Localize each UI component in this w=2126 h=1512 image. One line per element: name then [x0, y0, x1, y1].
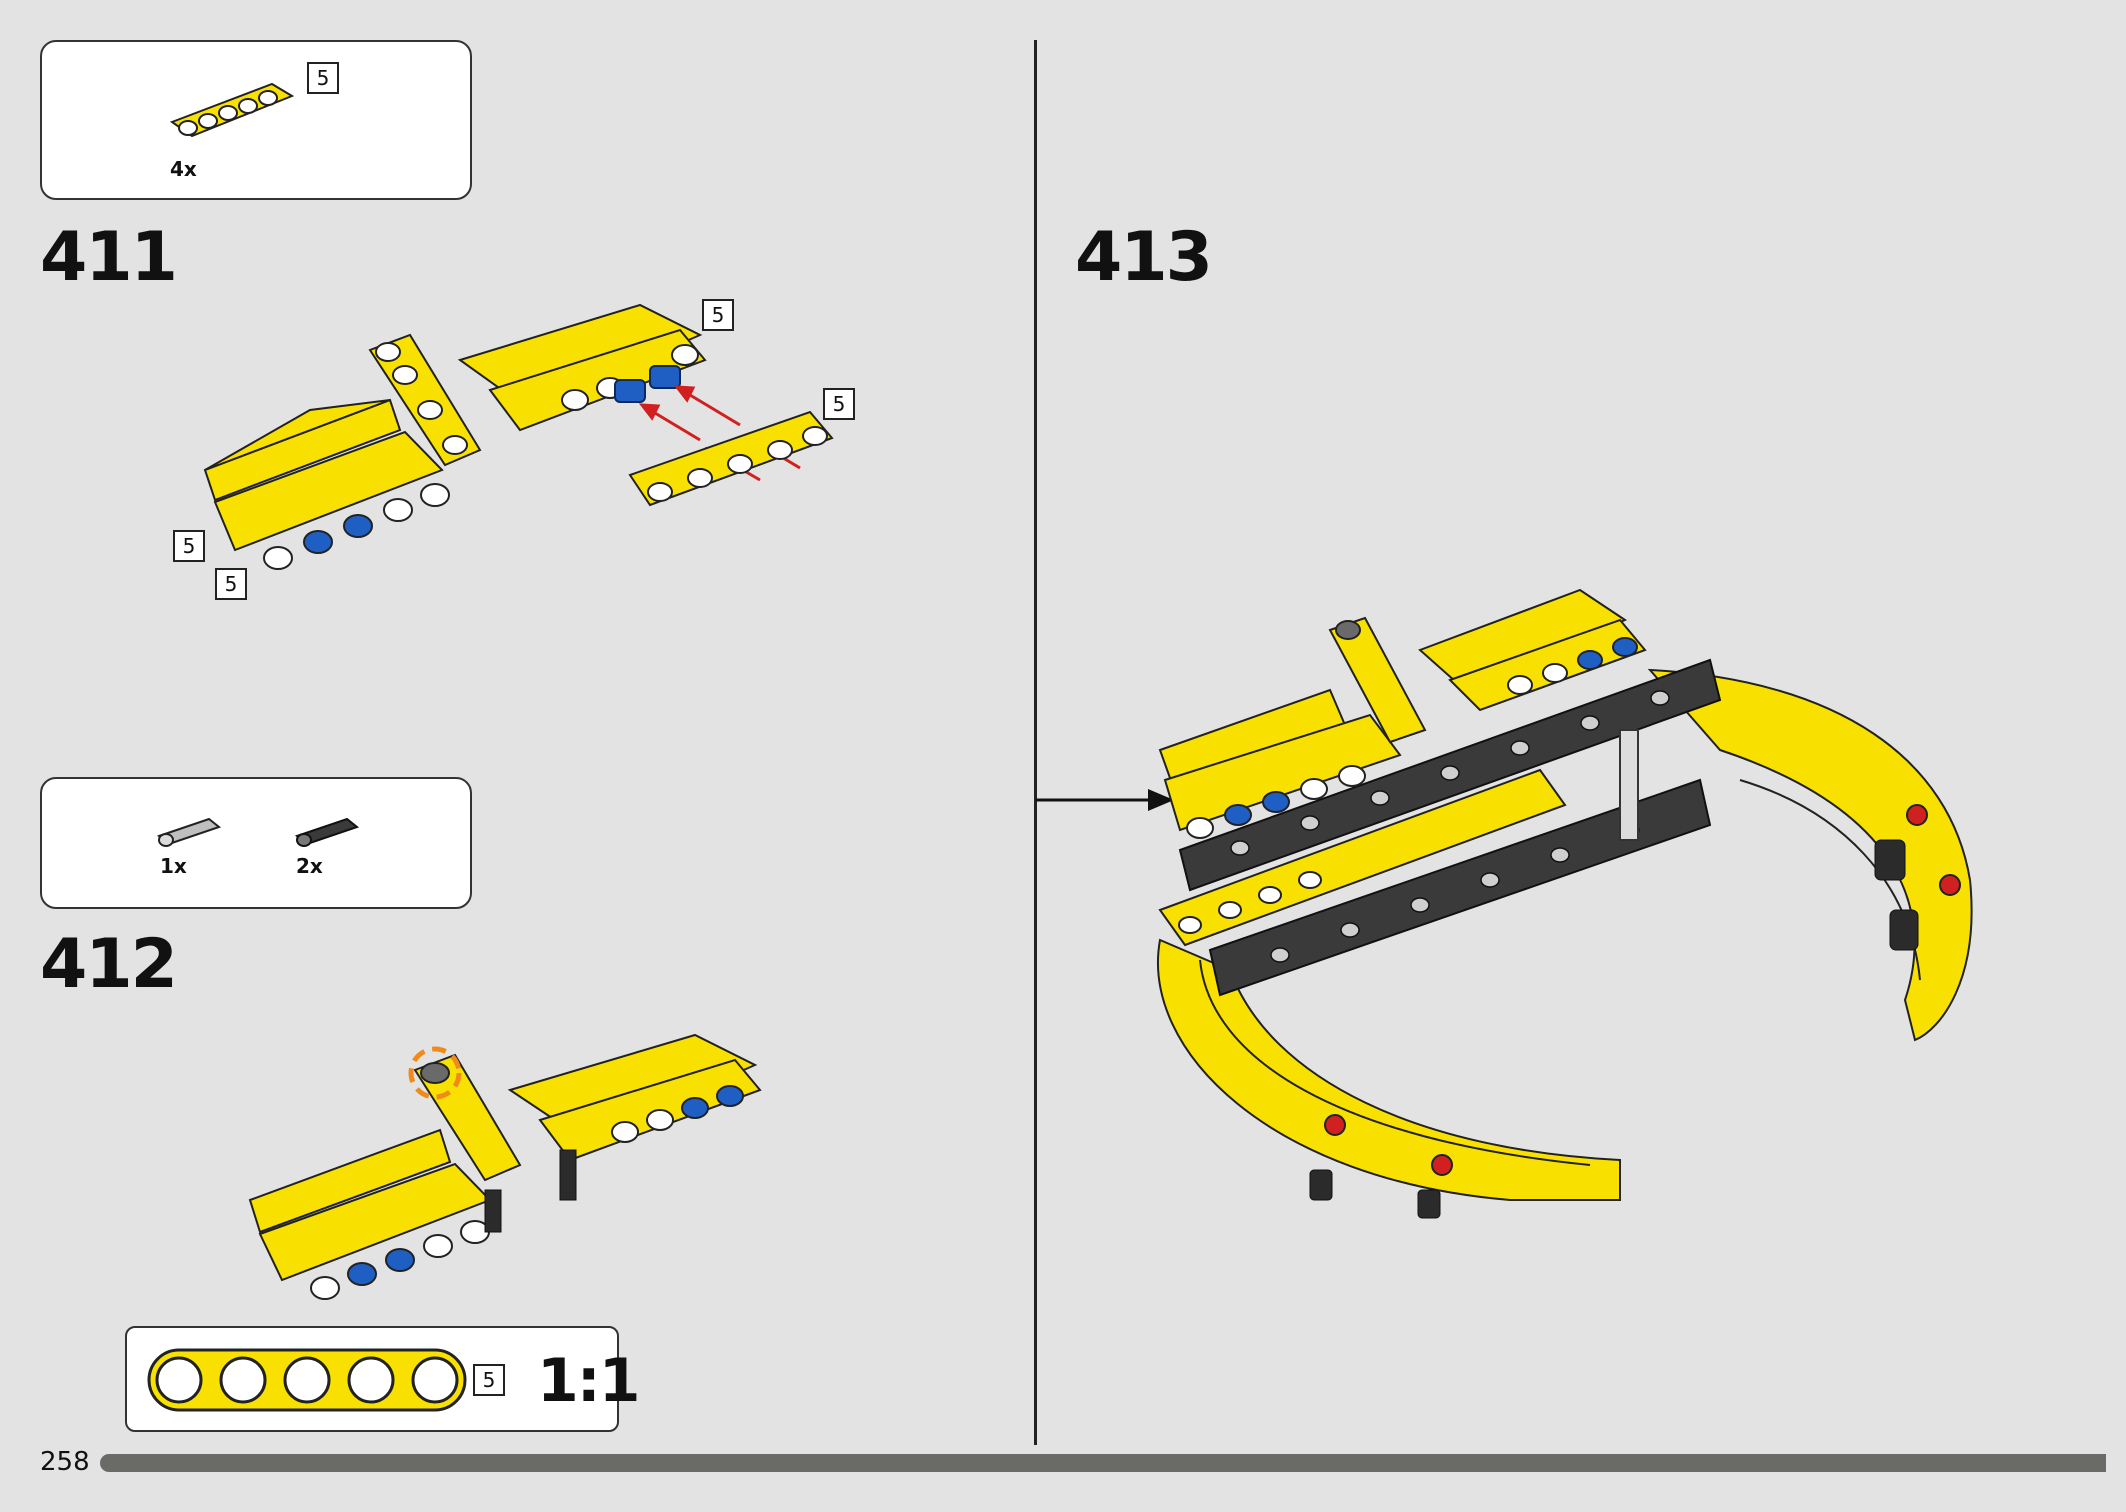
progress-bar-track: [100, 1454, 2126, 1472]
step-411-assembly-illustration: [203, 303, 834, 570]
scale-ratio: 1:1: [537, 1346, 640, 1416]
beam-1-1-scale-icon: [147, 1348, 467, 1412]
length-label-loose-beam: 5: [823, 388, 855, 420]
scale-length-label: 5: [473, 1364, 505, 1396]
parts-callout-411: 5 4x: [40, 40, 472, 200]
yellow-beam-5-icon: [169, 82, 295, 138]
step-number-412: 412: [40, 925, 178, 1004]
scale-ruler-box: 5 1:1: [125, 1326, 640, 1432]
grey-axle-pin-icon: [156, 817, 222, 847]
attach-arrow: [1036, 789, 1174, 811]
part-quantity: 1x: [160, 854, 187, 878]
length-label-left-b: 5: [215, 568, 247, 600]
step-number-413: 413: [1075, 218, 1213, 297]
step-number-411: 411: [40, 218, 178, 297]
part-quantity: 4x: [170, 157, 197, 181]
beam-length-label: 5: [307, 62, 339, 94]
column-divider: [1034, 40, 1037, 1445]
black-friction-pin-icon: [294, 817, 360, 847]
progress-bar-fill: [100, 1454, 2106, 1472]
page-number: 258: [40, 1447, 90, 1477]
step-413-assembly-illustration: [1157, 588, 1973, 1219]
step-412-assembly-illustration: [248, 1033, 762, 1300]
length-label-upper: 5: [702, 299, 734, 331]
length-label-left-a: 5: [173, 530, 205, 562]
part-quantity: 2x: [296, 854, 323, 878]
parts-callout-412: 1x 2x: [40, 777, 472, 909]
